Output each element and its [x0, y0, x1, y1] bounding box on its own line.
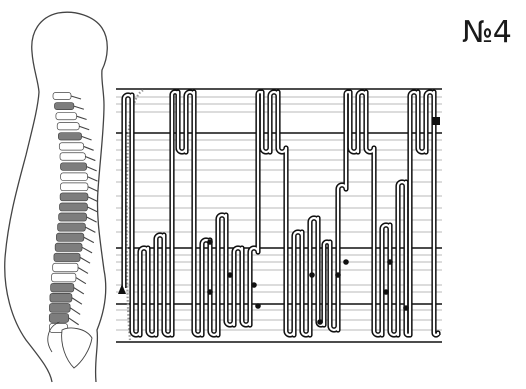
- spinous-process: [84, 237, 94, 242]
- wave-dot: [343, 259, 349, 265]
- spinous-process: [87, 217, 97, 222]
- wave-dot: [227, 272, 233, 278]
- spinous-process: [88, 197, 98, 202]
- wave-dot: [403, 305, 409, 311]
- vertebra: [58, 223, 86, 231]
- vertebra: [61, 183, 88, 191]
- wave-dot: [207, 239, 213, 245]
- sacrum: [62, 328, 92, 368]
- spinous-process: [77, 116, 87, 119]
- square-marker-icon: [432, 117, 440, 125]
- vertebra: [53, 93, 71, 100]
- spinous-process: [72, 298, 82, 304]
- wave-dot: [383, 289, 389, 295]
- wave-inner: [124, 92, 438, 335]
- spinous-process: [84, 146, 94, 150]
- spinous-process: [80, 257, 90, 263]
- vertebra: [58, 133, 81, 140]
- spinous-process: [88, 187, 98, 192]
- spinous-process: [87, 167, 97, 171]
- spinous-process: [76, 278, 86, 284]
- spinous-process: [69, 318, 79, 325]
- figure-number: №4: [462, 18, 511, 48]
- spinous-process: [70, 308, 80, 315]
- wave-dot: [317, 319, 323, 325]
- wave-dot: [207, 289, 213, 295]
- wave-trace: [124, 92, 438, 335]
- vertebra: [54, 103, 73, 110]
- spine-icon: [48, 93, 98, 369]
- spinous-process: [71, 96, 81, 99]
- spinous-process: [74, 288, 84, 294]
- vertebra: [59, 203, 87, 211]
- vertebra: [60, 163, 86, 171]
- spinous-process: [78, 267, 88, 273]
- wave-dot: [309, 272, 315, 278]
- spinous-process: [88, 177, 98, 181]
- vertebra: [59, 213, 87, 221]
- wave-dot: [387, 259, 393, 265]
- vertebra: [61, 173, 88, 181]
- spinous-process: [87, 207, 97, 212]
- vertebra: [56, 233, 83, 241]
- wave-dot: [251, 282, 257, 288]
- wave-dot: [335, 272, 341, 278]
- vertebra: [52, 273, 76, 282]
- vertebra: [60, 153, 85, 161]
- vertebra: [51, 283, 74, 292]
- wave-dot: [255, 303, 261, 309]
- vertebra: [54, 253, 80, 261]
- spinous-process: [82, 247, 92, 253]
- vertebra: [49, 303, 70, 312]
- spinous-process: [82, 136, 92, 140]
- vertebra: [57, 123, 79, 130]
- vertebra: [53, 263, 78, 271]
- vertebra: [50, 293, 72, 302]
- vertebra: [55, 243, 82, 251]
- spinous-process: [85, 227, 95, 232]
- vertebra: [60, 193, 88, 201]
- spinous-process: [74, 106, 84, 109]
- spinous-process: [79, 126, 89, 130]
- vertebra: [56, 113, 77, 120]
- spinous-process: [85, 157, 95, 161]
- vertebra: [59, 143, 83, 150]
- vertebra: [49, 313, 68, 322]
